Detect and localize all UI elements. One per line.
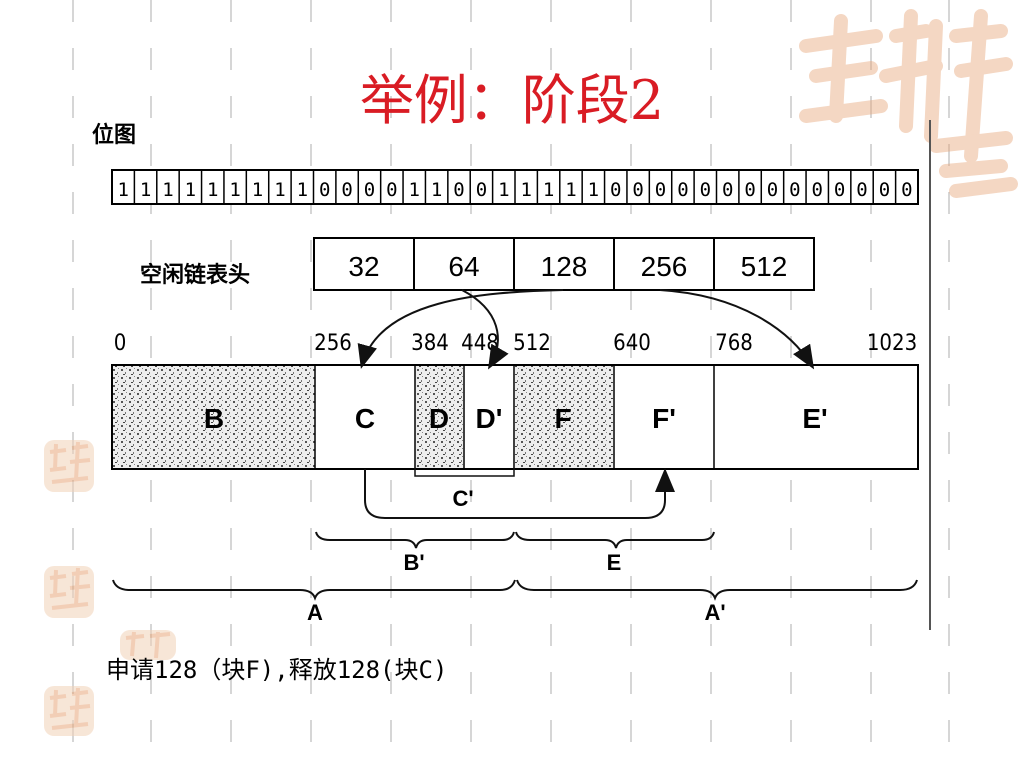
freelist-cell: 32: [348, 251, 379, 282]
brace-label: B': [403, 550, 424, 575]
bitmap-cell: 0: [677, 179, 688, 201]
bitmap-cell: 0: [700, 179, 711, 201]
freelist-cell: 256: [641, 251, 688, 282]
bitmap-cell: 1: [207, 179, 218, 201]
bitmap-cell: 1: [409, 179, 420, 201]
page-title: 举例：阶段2: [359, 69, 665, 132]
address-label: 448: [461, 331, 499, 356]
arrow-128-to-c: [357, 289, 564, 369]
freelist-cell: 64: [448, 251, 479, 282]
bitmap-cell: 1: [431, 179, 442, 201]
brace-a: [112, 579, 516, 601]
bitmap-cell: 0: [453, 179, 464, 201]
bitmap-cell: 0: [632, 179, 643, 201]
bitmap-cell: 0: [789, 179, 800, 201]
bitmap-cell: 1: [498, 179, 509, 201]
address-labels: 0 256 384 448 512 640 768 1023: [114, 331, 917, 356]
bitmap-cell: 1: [543, 179, 554, 201]
bitmap-label: 位图: [92, 122, 136, 148]
freelist-cell: 512: [741, 251, 788, 282]
arrow-256-to-eprime: [659, 289, 815, 370]
bitmap-cell: 0: [341, 179, 352, 201]
seal-logo-small-4: [44, 686, 94, 736]
bitmap-cell: 0: [364, 179, 375, 201]
address-label: 512: [513, 331, 551, 356]
bitmap-cell: 1: [185, 179, 196, 201]
bitmap-cell: 1: [252, 179, 263, 201]
block-label: F': [652, 403, 676, 434]
bitmap-cell: 0: [722, 179, 733, 201]
brace-label: A: [307, 600, 323, 625]
bitmap-cell: 0: [610, 179, 621, 201]
block-label: F: [554, 403, 571, 434]
block-label: C: [355, 403, 375, 434]
bitmap-cell: 1: [274, 179, 285, 201]
block-label: B: [204, 403, 224, 434]
allocated-region-b: [113, 366, 315, 468]
block-label: D: [429, 403, 449, 434]
bitmap-cell: 0: [879, 179, 890, 201]
seal-logo-small-3: [120, 630, 176, 660]
freelist-row: 32 64 128 256 512: [313, 237, 815, 291]
freelist-cell: 128: [541, 251, 588, 282]
seal-logo-small-2: [44, 566, 94, 618]
bitmap-cell: 0: [476, 179, 487, 201]
caption: 申请128（块F),释放128(块C): [106, 656, 448, 684]
address-label: 640: [613, 331, 651, 356]
bitmap-cell: 1: [297, 179, 308, 201]
address-label: 256: [314, 331, 352, 356]
image-right-border: [929, 120, 931, 630]
bitmap-cell: 1: [140, 179, 151, 201]
bitmap-cell: 1: [229, 179, 240, 201]
bitmap-cell: 1: [117, 179, 128, 201]
address-label: 768: [715, 331, 753, 356]
address-label: 0: [114, 331, 127, 356]
brace-label: E: [607, 550, 622, 575]
bitmap-cell: 0: [901, 179, 912, 201]
bitmap-cell: 0: [319, 179, 330, 201]
bitmap-cell: 1: [162, 179, 173, 201]
bitmap-cell: 1: [588, 179, 599, 201]
brace-aprime: [516, 579, 918, 601]
memory-bar: [111, 364, 919, 470]
address-label: 1023: [867, 331, 917, 356]
bracket-d-dprime: [414, 468, 515, 477]
block-label: E': [802, 403, 827, 434]
bitmap-cell: 1: [565, 179, 576, 201]
brace-labels: C' B' E A A': [307, 486, 726, 625]
brace-label: A': [704, 600, 725, 625]
bitmap-cell: 0: [767, 179, 778, 201]
block-labels: B C D D' F F' E': [204, 403, 828, 434]
bitmap-cell: 0: [655, 179, 666, 201]
seal-logo-small-1: [44, 440, 94, 492]
brace-e: [515, 531, 715, 549]
bitmap-cell: 0: [812, 179, 823, 201]
bitmap-cell: 0: [834, 179, 845, 201]
bitmap-cell: 1: [520, 179, 531, 201]
bitmap-cell: 0: [856, 179, 867, 201]
address-label: 384: [411, 331, 449, 356]
freelist-label: 空闲链表头: [140, 262, 250, 288]
allocated-region-d: [415, 366, 463, 468]
bitmap-cell: 0: [744, 179, 755, 201]
bitmap-cell: 0: [386, 179, 397, 201]
seal-logo-large: [786, 6, 1018, 206]
allocated-region-f: [515, 366, 613, 468]
brace-bprime: [315, 531, 515, 549]
block-label: D': [476, 403, 503, 434]
arrow-c-to-fprime: [364, 468, 675, 519]
brace-label: C': [452, 486, 473, 511]
arrow-64-to-dprime: [461, 289, 509, 370]
